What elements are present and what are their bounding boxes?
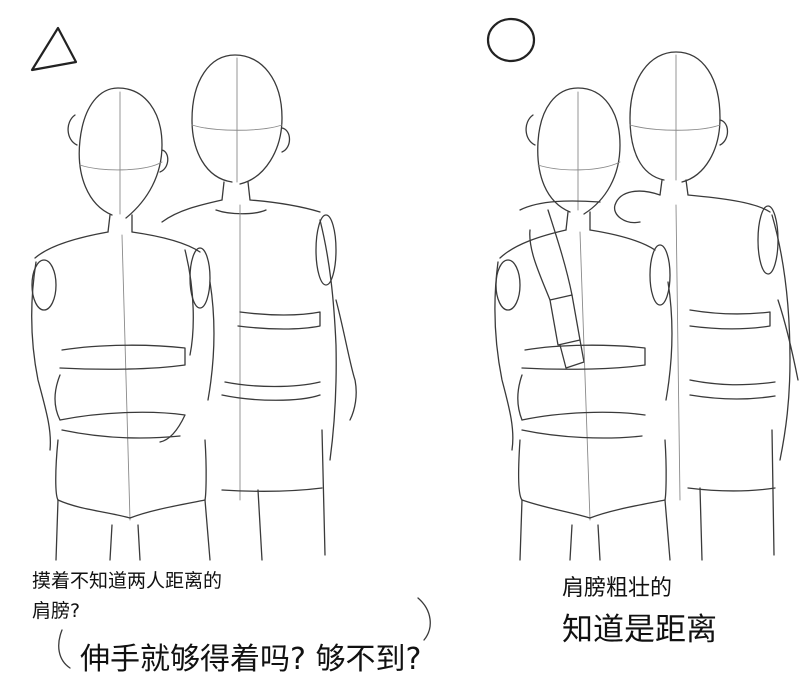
- caption-left-line1: 摸着不知道两人距离的: [32, 570, 223, 592]
- right-back-figure: [613, 51, 799, 561]
- left-back-figure: [161, 54, 357, 561]
- caption-right-line2: 知道是距离: [562, 612, 717, 648]
- circle-mark: [486, 17, 536, 63]
- bracket-stroke-right: [417, 597, 431, 641]
- caption-bottom-question: 伸手就够得着吗? 够不到?: [80, 642, 422, 677]
- caption-right-line1: 肩膀粗壮的: [562, 576, 673, 601]
- caption-left-line2: 肩膀?: [32, 600, 81, 622]
- left-front-figure: [31, 87, 215, 561]
- triangle-mark: [30, 26, 78, 72]
- bracket-stroke-left: [58, 629, 71, 669]
- right-front-figure: [494, 87, 673, 561]
